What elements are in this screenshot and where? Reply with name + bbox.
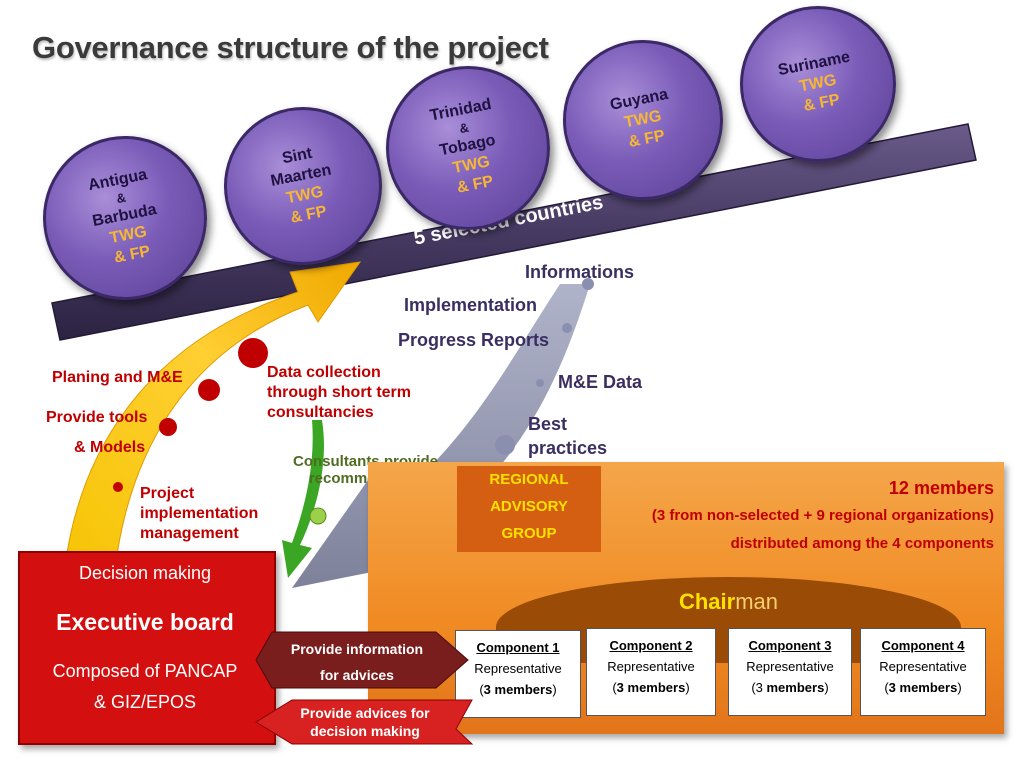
executive-board-panel bbox=[18, 551, 276, 745]
component-title: Component 3 bbox=[748, 638, 832, 653]
exchange-arrows bbox=[255, 631, 474, 745]
provide-info-line-1: Provide information bbox=[290, 641, 424, 657]
flow-label-best-practices: Best practices bbox=[528, 414, 608, 458]
flow-label-progress-reports: Progress Reports bbox=[398, 330, 550, 350]
flow-dot bbox=[536, 379, 544, 387]
regional-advisory-group-box: REGIONAL ADVISORY GROUP bbox=[457, 466, 601, 552]
label-data-collection: Data collection through short term consu… bbox=[267, 364, 411, 421]
component-box-3: Component 3 Representative (3 members) bbox=[728, 628, 852, 716]
provide-info-text: Provide information for advices bbox=[272, 636, 442, 688]
component-members: (3 members) bbox=[884, 680, 962, 695]
members-distribution: distributed among the 4 components bbox=[730, 535, 994, 552]
component-rep: Representative bbox=[879, 659, 967, 674]
chairman-label: Chairman bbox=[496, 589, 961, 615]
country-ampersand: & bbox=[458, 119, 471, 137]
label-planing: Planing and M&E bbox=[52, 369, 183, 386]
component-title: Component 1 bbox=[476, 640, 560, 655]
component-box-2: Component 2 Representative (3 members) bbox=[586, 628, 716, 716]
flow-dot bbox=[495, 435, 515, 455]
flow-label-informations: Informations bbox=[525, 262, 635, 282]
provide-advice-line-1: Provide advices for bbox=[300, 705, 430, 721]
composed-line-1: Composed of PANCAP bbox=[52, 661, 238, 681]
label-tools-2: & Models bbox=[74, 439, 146, 456]
chairman-rest: man bbox=[735, 589, 779, 614]
provide-info-line-2: for advices bbox=[320, 667, 394, 683]
red-dot bbox=[198, 379, 220, 401]
component-title: Component 4 bbox=[881, 638, 965, 653]
component-box-1: Component 1 Representative (3 members) bbox=[455, 630, 581, 718]
members-info: 12 members (3 from non-selected + 9 regi… bbox=[652, 474, 994, 558]
flow-dot bbox=[582, 278, 594, 290]
composed-line-2: & GIZ/EPOS bbox=[93, 692, 197, 712]
rag-line: REGIONAL bbox=[489, 471, 569, 488]
provide-advice-line-2: decision making bbox=[310, 723, 420, 739]
component-rep: Representative bbox=[746, 659, 834, 674]
component-rep: Representative bbox=[607, 659, 695, 674]
component-members: (3 members) bbox=[751, 680, 829, 695]
flow-dot bbox=[562, 323, 572, 333]
members-detail: (3 from non-selected + 9 regional organi… bbox=[651, 507, 994, 524]
chairman-bold: Chair bbox=[678, 589, 736, 614]
label-tools-1: Provide tools bbox=[46, 409, 148, 426]
page-title: Governance structure of the project bbox=[32, 30, 549, 65]
country-ampersand: & bbox=[115, 189, 128, 207]
provide-advice-arrow bbox=[255, 699, 474, 745]
green-dot bbox=[309, 507, 327, 525]
component-members: (3 members) bbox=[479, 682, 557, 697]
red-dot bbox=[159, 418, 177, 436]
red-dot bbox=[113, 482, 123, 492]
flow-label-implementation: Implementation bbox=[404, 295, 538, 315]
members-title: 12 members bbox=[888, 478, 994, 498]
component-box-4: Component 4 Representative (3 members) bbox=[860, 628, 986, 716]
provide-advice-text: Provide advices for decision making bbox=[285, 704, 445, 740]
provide-info-arrow bbox=[255, 631, 469, 689]
grey-arrow bbox=[292, 284, 590, 588]
flow-label-me-data: M&E Data bbox=[558, 372, 643, 392]
green-arrow bbox=[282, 420, 324, 578]
rag-line: GROUP bbox=[501, 525, 557, 542]
label-project-mgmt: Project implementation management bbox=[140, 485, 259, 542]
red-dot bbox=[238, 338, 268, 368]
rag-line: ADVISORY bbox=[490, 498, 568, 515]
component-rep: Representative bbox=[474, 661, 562, 676]
component-members: (3 members) bbox=[612, 680, 690, 695]
executive-board-title: Executive board bbox=[56, 609, 234, 635]
decision-making-label: Decision making bbox=[78, 563, 212, 583]
component-title: Component 2 bbox=[609, 638, 693, 653]
